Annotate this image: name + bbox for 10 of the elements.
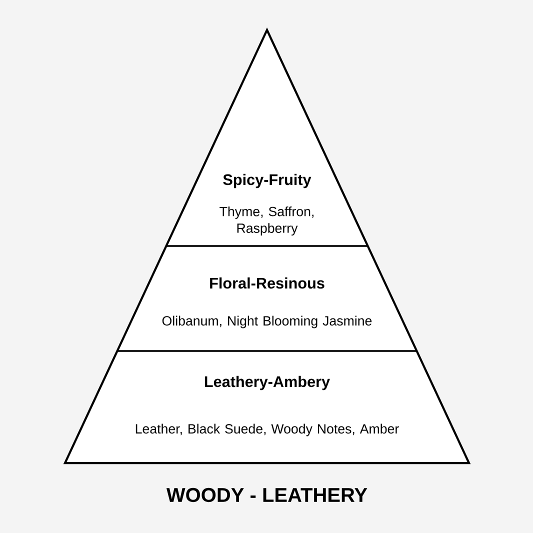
pyramid-tier: [166, 30, 368, 246]
title: WOODY - LEATHERY: [166, 488, 368, 502]
tier-heading: Spicy-Fruity: [223, 174, 312, 188]
tier-text: Thyme, Saffron, Raspberry: [220, 206, 314, 236]
tier-heading: Leathery-Ambery: [204, 376, 330, 390]
tier-heading: Floral-Resinous: [210, 277, 324, 289]
pyramid-tier: [117, 246, 417, 351]
pyramid-tier: [65, 351, 469, 463]
tier-text: Leather, Black Suede, Woody Notes, Amber: [136, 424, 399, 436]
tier-text: Olibanum, Night Blooming Jasmine: [162, 316, 372, 328]
